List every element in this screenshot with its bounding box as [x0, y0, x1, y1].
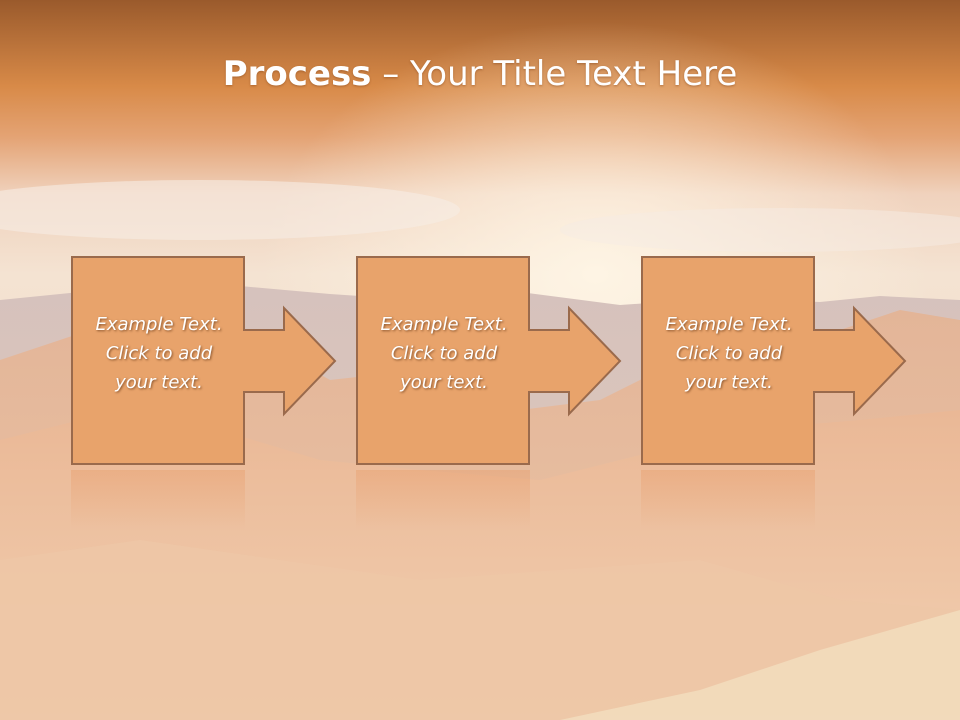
- step-text[interactable]: Example Text. Click to add your text.: [645, 310, 813, 397]
- step-line-3: your text.: [685, 372, 773, 393]
- arrow-right-icon: [71, 256, 337, 465]
- arrow-right-icon: [641, 256, 907, 465]
- title-bold-text: Process: [222, 54, 372, 94]
- step-line-1: Example Text.: [665, 314, 793, 335]
- step-line-1: Example Text.: [380, 314, 508, 335]
- step-line-2: Click to add: [675, 343, 783, 364]
- process-step-3[interactable]: Example Text. Click to add your text.: [641, 256, 911, 466]
- step-reflection: [641, 470, 815, 530]
- step-text[interactable]: Example Text. Click to add your text.: [360, 310, 528, 397]
- step-line-2: Click to add: [105, 343, 213, 364]
- process-step-1[interactable]: Example Text. Click to add your text.: [71, 256, 341, 466]
- step-reflection: [71, 470, 245, 530]
- slide-title[interactable]: Process – Your Title Text Here: [0, 52, 960, 96]
- step-text[interactable]: Example Text. Click to add your text.: [75, 310, 243, 397]
- step-line-3: your text.: [400, 372, 488, 393]
- step-line-2: Click to add: [390, 343, 498, 364]
- process-step-2[interactable]: Example Text. Click to add your text.: [356, 256, 626, 466]
- title-rest-text: – Your Title Text Here: [371, 54, 738, 94]
- step-reflection: [356, 470, 530, 530]
- step-line-1: Example Text.: [95, 314, 223, 335]
- arrow-right-icon: [356, 256, 622, 465]
- step-line-3: your text.: [115, 372, 203, 393]
